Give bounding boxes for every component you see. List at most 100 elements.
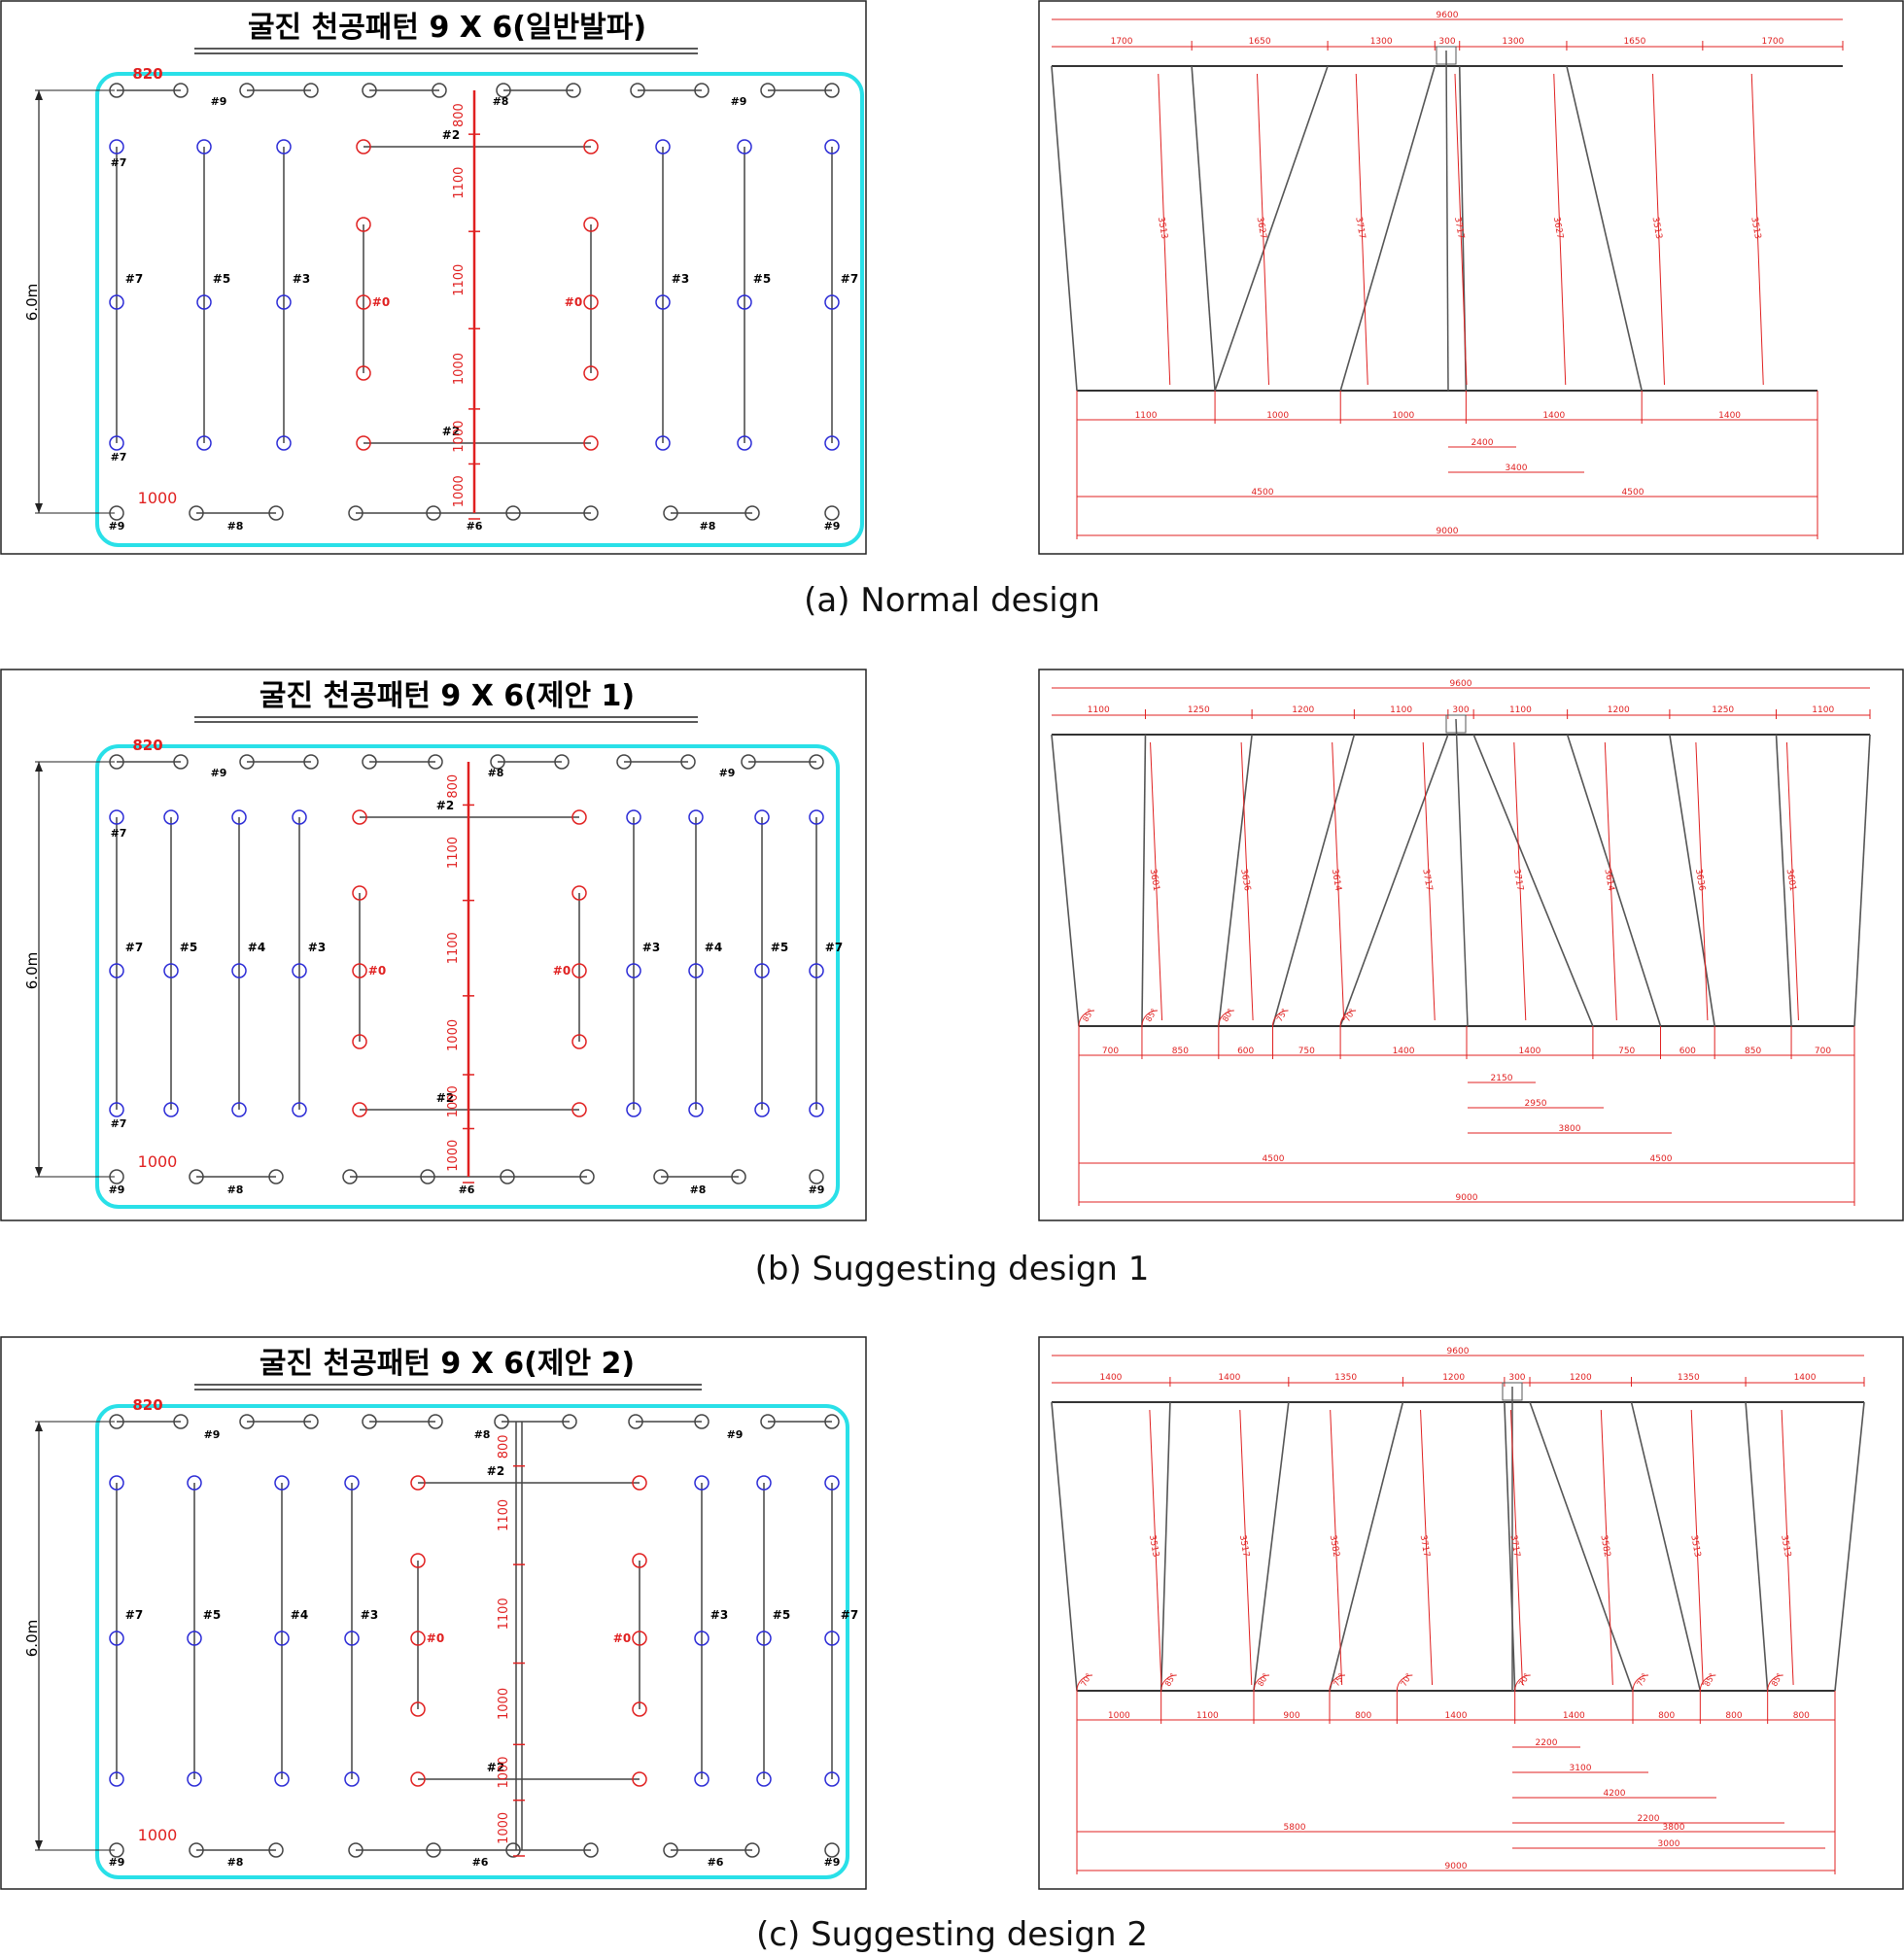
hole-length-line (1454, 73, 1468, 386)
top-segment-label: 1200 (1570, 1373, 1592, 1383)
hole-length-line (1695, 741, 1709, 1021)
bottom-group-label: #8 (690, 1184, 707, 1196)
arrow-head (35, 762, 43, 772)
column-hole (694, 1475, 710, 1491)
bottom-spacing-label: 1000 (138, 1826, 178, 1844)
top-hole (496, 83, 511, 98)
top-segment-label: 1100 (1812, 705, 1834, 715)
column-hole (187, 1631, 202, 1646)
hole-trace (1853, 734, 1871, 1027)
half-label: 5800 (1284, 1823, 1306, 1833)
top-segment-label: 1350 (1334, 1373, 1357, 1383)
angle-arc (1632, 1674, 1649, 1692)
cut-label: #2 (442, 425, 460, 438)
bottom-hole (109, 1169, 124, 1184)
bottom-group-label: #9 (809, 1184, 825, 1196)
spacing-label: 1100 (452, 167, 467, 199)
hole-trace (1339, 65, 1437, 392)
cumulative-label: 4200 (1604, 1789, 1626, 1799)
top-group-label: #8 (493, 95, 509, 108)
top-segment-label: 1400 (1794, 1373, 1817, 1383)
top-hole (824, 83, 840, 98)
angle-arc (1396, 1674, 1413, 1692)
panel-border (1038, 1336, 1904, 1890)
top-hole (494, 1414, 509, 1429)
angle-arc (1339, 1010, 1357, 1027)
column-label: #7 (125, 1608, 143, 1622)
column-label: #0 (427, 1631, 444, 1645)
hole-trace (1775, 734, 1792, 1027)
spacing-label: 800 (497, 1434, 511, 1459)
cumulative-label: 2200 (1536, 1738, 1558, 1748)
cut-hole (352, 1102, 367, 1117)
angle-arc (1767, 1674, 1783, 1692)
bottom-hole (653, 1169, 669, 1184)
bottom-hole (348, 505, 363, 521)
top-hole (173, 1414, 189, 1429)
column-hole (231, 963, 247, 978)
bottom-hole (420, 1169, 435, 1184)
half-label: 4500 (1622, 488, 1644, 498)
easer-hole (356, 217, 371, 232)
bottom-segment-label: 800 (1793, 1711, 1810, 1721)
column-hole (274, 1771, 290, 1787)
column-hole (655, 435, 671, 451)
top-segment-label: 300 (1508, 1373, 1525, 1383)
lifter-label: #7 (111, 827, 127, 840)
bottom-hole (109, 505, 124, 521)
cumulative-label: 3100 (1570, 1764, 1592, 1773)
bottom-hole (268, 1169, 284, 1184)
top-group-label: #9 (731, 95, 747, 108)
top-spacing-label: 820 (132, 737, 162, 754)
column-hole (824, 1475, 840, 1491)
easer-hole (352, 885, 367, 901)
column-hole (276, 294, 292, 310)
column-hole (754, 1102, 770, 1117)
cumulative-label: 3000 (1658, 1839, 1680, 1849)
column-hole (292, 1102, 307, 1117)
hole-length-line (1600, 1409, 1613, 1686)
bottom-hole (505, 1842, 521, 1858)
top-hole (616, 754, 632, 770)
bottom-total-label: 9000 (1437, 527, 1459, 536)
easer-hole (571, 963, 587, 978)
top-segment-label: 1100 (1390, 705, 1412, 715)
column-label: #7 (841, 1608, 858, 1622)
bottom-hole (189, 1169, 204, 1184)
top-hole (490, 754, 505, 770)
hole-length-line (1513, 741, 1527, 1021)
column-hole (824, 294, 840, 310)
tunnel-outline (95, 1404, 849, 1879)
spacing-label: 800 (452, 103, 467, 127)
angle-label: 70° (1400, 1671, 1414, 1688)
top-hole (109, 1414, 124, 1429)
bottom-group-label: #6 (708, 1856, 724, 1869)
top-hole (362, 1414, 377, 1429)
pattern-title: 굴진 천공패턴 9 X 6(제안 2) (260, 1347, 635, 1381)
hole-length-line (1690, 1409, 1704, 1686)
cut-label: #2 (442, 128, 460, 142)
top-hole (239, 83, 255, 98)
column-hole (626, 1102, 641, 1117)
bottom-hole (426, 1842, 441, 1858)
column-hole (754, 809, 770, 825)
bottom-hole (583, 1842, 599, 1858)
bottom-hole (824, 505, 840, 521)
caption-c: (c) Suggesting design 2 (756, 1915, 1148, 1954)
centre-line (1445, 50, 1449, 392)
column-hole (109, 139, 124, 154)
column-label: #5 (213, 272, 230, 286)
bottom-segment-label: 1000 (1392, 411, 1414, 421)
spacing-label: 800 (446, 774, 461, 799)
column-hole (756, 1631, 772, 1646)
arrow-head (35, 90, 43, 100)
bottom-segment-label: 1400 (1445, 1711, 1468, 1721)
spacing-label: 1000 (497, 1688, 511, 1720)
top-total-label: 9600 (1437, 11, 1459, 20)
hole-length-line (1150, 741, 1163, 1021)
bottom-hole (579, 1169, 595, 1184)
column-hole (809, 1102, 824, 1117)
hole-trace (1051, 65, 1078, 392)
